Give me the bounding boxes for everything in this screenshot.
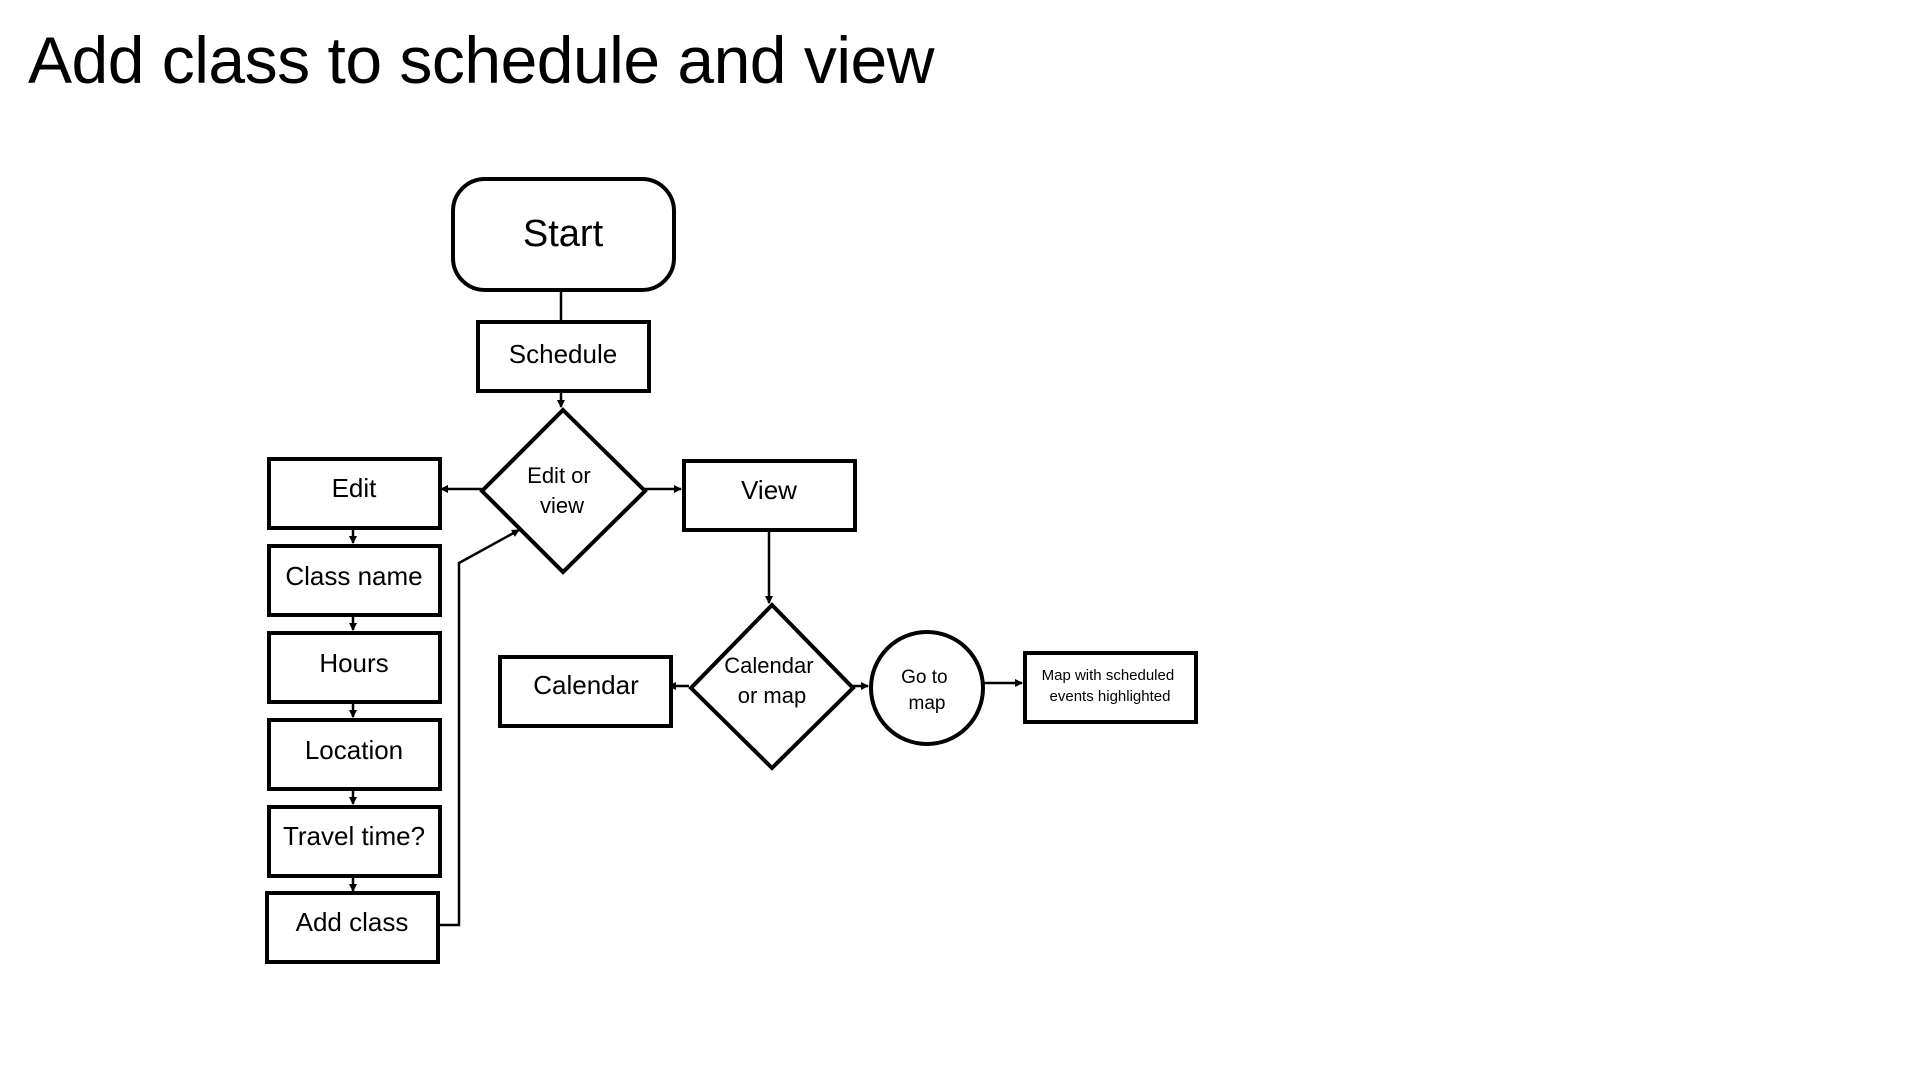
view-label: View [741,475,797,505]
location-label: Location [305,735,403,765]
edit-node: Edit [267,457,442,530]
calendar-label: Calendar [533,670,639,700]
start-node: Start [451,177,676,292]
edit-or-view-decision: Edit or view [479,407,648,575]
edit-or-view-label: Edit or view [527,463,597,518]
class-name-label: Class name [285,561,422,591]
schedule-label: Schedule [509,339,617,369]
add-class-label: Add class [296,907,409,937]
calendar-or-map-label: Calendar or map [724,653,819,708]
map-result-label: Map with scheduled events highlighted [1042,667,1179,705]
travel-time-label: Travel time? [283,821,425,851]
calendar-or-map-decision: Calendar or map [688,602,856,771]
view-node: View [682,459,857,532]
calendar-node: Calendar [498,655,673,728]
add-class-node: Add class [265,891,440,964]
hours-label: Hours [319,648,388,678]
edit-or-view-line-1: Edit or [527,463,591,488]
calendar-or-map-line-1: Calendar [724,653,813,678]
go-to-map-line-1: Go to [901,667,947,688]
hours-node: Hours [267,631,442,704]
travel-time-node: Travel time? [267,805,442,878]
go-to-map-node: Go to map [869,630,985,746]
connectors [349,290,1023,927]
page-title: Add class to schedule and view [28,23,934,97]
map-result-node: Map with scheduled events highlighted [1023,651,1198,724]
schedule-node: Schedule [476,320,651,393]
calendar-or-map-line-2: or map [738,683,806,708]
connector-addclass-decision [436,528,520,927]
location-node: Location [267,718,442,791]
start-label: Start [523,213,604,255]
map-result-line-1: Map with scheduled [1042,667,1175,684]
class-name-node: Class name [267,544,442,617]
map-result-line-2: events highlighted [1050,688,1171,705]
edit-label: Edit [332,473,378,503]
edit-or-view-line-2: view [540,493,584,518]
go-to-map-label: Go to map [901,667,953,714]
go-to-map-line-2: map [909,693,946,714]
